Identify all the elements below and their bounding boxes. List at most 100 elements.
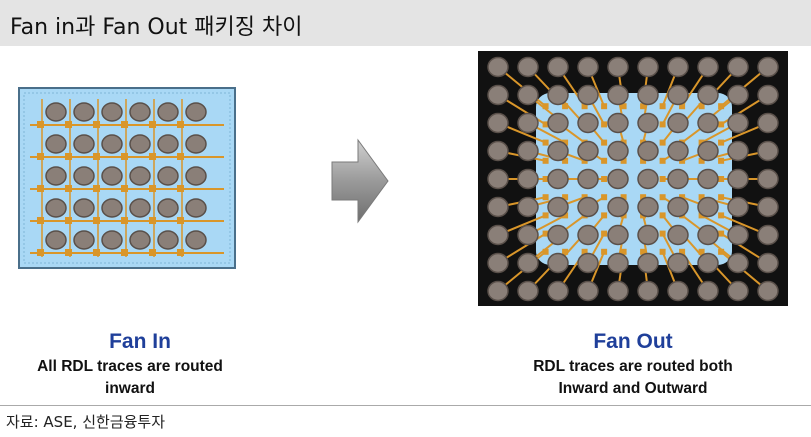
- rdl-pad: [93, 249, 100, 256]
- solder-ball: [757, 140, 779, 162]
- solder-ball: [487, 56, 509, 78]
- solder-ball: [667, 56, 689, 78]
- solder-ball: [667, 112, 689, 134]
- solder-ball: [101, 134, 123, 154]
- solder-ball: [667, 196, 689, 218]
- fan-out-title: Fan Out: [593, 330, 673, 353]
- solder-ball: [727, 168, 749, 190]
- solder-ball: [101, 166, 123, 186]
- solder-ball: [667, 140, 689, 162]
- solder-ball: [697, 112, 719, 134]
- title-bar: Fan in과 Fan Out 패키징 차이: [0, 0, 811, 46]
- solder-ball: [697, 196, 719, 218]
- solder-ball: [487, 196, 509, 218]
- die-pad: [698, 212, 705, 219]
- solder-ball: [637, 112, 659, 134]
- solder-ball: [45, 198, 67, 218]
- solder-ball: [577, 140, 599, 162]
- rdl-pad: [177, 121, 184, 128]
- die-pad: [718, 212, 725, 219]
- solder-ball: [547, 112, 569, 134]
- solder-ball: [727, 252, 749, 274]
- die-pad: [659, 157, 666, 164]
- solder-ball: [757, 168, 779, 190]
- rdl-pad: [177, 153, 184, 160]
- rdl-pad: [37, 249, 44, 256]
- fan-out-description: RDL traces are routed both Inward and Ou…: [483, 356, 783, 400]
- die-pad: [562, 139, 569, 146]
- solder-ball: [157, 166, 179, 186]
- fan-out-package-diagram: [478, 51, 788, 306]
- die-pad: [698, 139, 705, 146]
- die-pad: [659, 103, 666, 110]
- die-pad: [659, 230, 666, 237]
- fan-in-desc-line2: inward: [105, 380, 155, 397]
- die-pad: [601, 248, 608, 255]
- solder-ball: [607, 140, 629, 162]
- solder-ball: [157, 230, 179, 250]
- source-note: 자료: ASE, 신한금융투자: [6, 413, 166, 431]
- rdl-pad: [177, 249, 184, 256]
- die-pad: [718, 176, 725, 182]
- solder-ball: [547, 168, 569, 190]
- solder-ball: [727, 196, 749, 218]
- die-pad: [601, 139, 608, 146]
- footer-divider: [0, 405, 811, 406]
- solder-ball: [697, 56, 719, 78]
- rdl-pad: [121, 249, 128, 256]
- die-pad: [718, 157, 725, 164]
- solder-ball: [607, 252, 629, 274]
- solder-ball: [45, 166, 67, 186]
- fan-out-solder-balls: [487, 56, 779, 302]
- die-pad: [659, 212, 666, 219]
- die-pad: [601, 194, 608, 201]
- solder-ball: [157, 198, 179, 218]
- rdl-pad: [149, 153, 156, 160]
- solder-ball: [637, 56, 659, 78]
- solder-ball: [185, 230, 207, 250]
- solder-ball: [667, 168, 689, 190]
- rdl-pad: [37, 217, 44, 224]
- solder-ball: [757, 280, 779, 302]
- solder-ball: [547, 84, 569, 106]
- die-pad: [620, 248, 627, 255]
- solder-ball: [727, 280, 749, 302]
- solder-ball: [517, 168, 539, 190]
- solder-ball: [517, 252, 539, 274]
- die-pad: [640, 194, 647, 201]
- die-pad: [679, 248, 686, 255]
- rdl-pad: [121, 185, 128, 192]
- die-pad: [659, 121, 666, 128]
- solder-ball: [607, 112, 629, 134]
- die-pad: [718, 121, 725, 128]
- solder-ball: [129, 134, 151, 154]
- solder-ball: [607, 280, 629, 302]
- die-pad: [601, 212, 608, 219]
- solder-ball: [667, 252, 689, 274]
- die-pad: [659, 139, 666, 146]
- rdl-pad: [65, 249, 72, 256]
- solder-ball: [577, 252, 599, 274]
- solder-ball: [73, 230, 95, 250]
- solder-ball: [577, 84, 599, 106]
- solder-ball: [697, 168, 719, 190]
- solder-ball: [757, 224, 779, 246]
- rdl-pad: [121, 217, 128, 224]
- solder-ball: [637, 280, 659, 302]
- solder-ball: [517, 112, 539, 134]
- rdl-pad: [37, 153, 44, 160]
- rdl-pad: [93, 185, 100, 192]
- solder-ball: [637, 252, 659, 274]
- solder-ball: [73, 166, 95, 186]
- solder-ball: [547, 280, 569, 302]
- die-pad: [718, 248, 725, 255]
- solder-ball: [487, 224, 509, 246]
- solder-ball: [607, 196, 629, 218]
- die-pad: [542, 230, 549, 237]
- die-pad: [718, 103, 725, 110]
- solder-ball: [727, 112, 749, 134]
- solder-ball: [547, 196, 569, 218]
- solder-ball: [667, 224, 689, 246]
- solder-ball: [157, 102, 179, 122]
- die-pad: [542, 176, 549, 182]
